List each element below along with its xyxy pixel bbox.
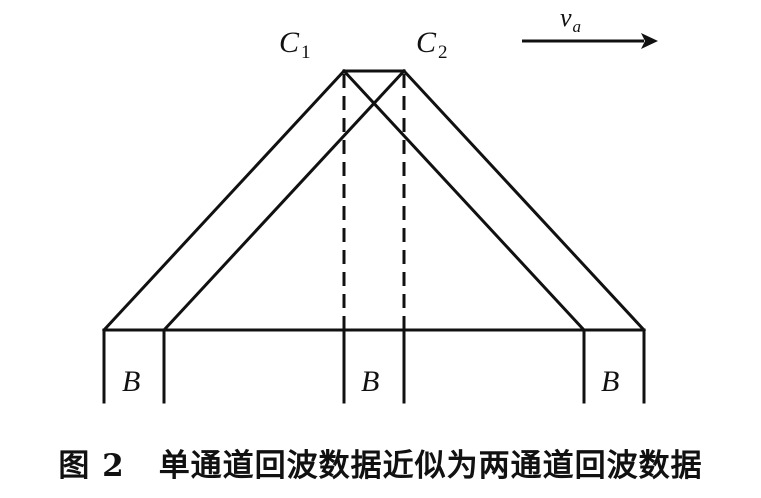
label-b-center: B — [361, 365, 379, 398]
label-velocity: va — [560, 3, 581, 36]
c2-right-ray — [401, 68, 647, 333]
c1-right-ray — [341, 68, 587, 333]
figure-number: 图 2 — [58, 448, 125, 484]
label-b-left: B — [122, 365, 140, 398]
c1-left-ray — [101, 68, 347, 333]
label-b-right: B — [601, 365, 619, 398]
velocity-arrow — [522, 33, 658, 49]
figure-caption-text: 单通道回波数据近似为两通道回波数据 — [158, 448, 703, 484]
figure-caption: 图 2 单通道回波数据近似为两通道回波数据 — [0, 440, 761, 485]
c2-left-ray — [161, 68, 407, 333]
